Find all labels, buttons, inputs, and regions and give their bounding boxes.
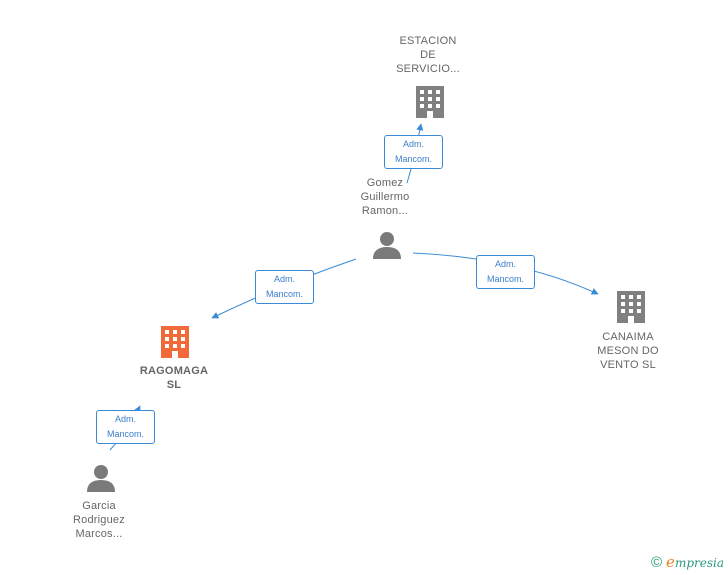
edge-label-gomez-ragomaga[interactable]: Adm. Mancom. — [255, 270, 314, 304]
edge-label-garcia-ragomaga[interactable]: Adm. Mancom. — [96, 410, 155, 444]
company-label-ragomaga[interactable]: RAGOMAGA SL — [124, 364, 224, 392]
edge-label-line: Mancom. — [106, 429, 144, 439]
brand-initial: e — [666, 553, 675, 571]
brand-rest: mpresia — [674, 556, 724, 570]
label-line: CANAIMA — [602, 331, 654, 343]
label-line: MESON DO — [597, 345, 659, 357]
edge-label-line: Mancom. — [394, 154, 432, 164]
company-label-canaima[interactable]: CANAIMA MESON DO VENTO SL — [578, 330, 678, 372]
edge-label-gomez-canaima[interactable]: Adm. Mancom. — [476, 255, 535, 289]
edge-label-gomez-estacion[interactable]: Adm. Mancom. — [384, 135, 443, 169]
person-icon[interactable] — [87, 465, 115, 492]
empresia-logo: empresia — [666, 553, 724, 571]
person-icon[interactable] — [373, 232, 401, 259]
building-icon[interactable] — [617, 291, 645, 323]
label-line: Guillermo — [360, 191, 410, 203]
label-line: Rodriguez — [73, 514, 125, 526]
label-line: Ramon... — [361, 205, 409, 217]
label-line: SERVICIO... — [396, 63, 460, 75]
label-line: Gomez — [366, 177, 404, 189]
label-line: RAGOMAGA — [139, 365, 209, 377]
company-label-estacion[interactable]: ESTACION DE SERVICIO... — [378, 34, 478, 76]
edge-label-line: Adm. — [402, 139, 424, 149]
edge-label-line: Mancom. — [486, 274, 524, 284]
label-line: DE — [420, 49, 436, 61]
edge-label-line: Mancom. — [265, 289, 303, 299]
edge-label-line: Adm. — [114, 414, 136, 424]
edge-label-line: Adm. — [273, 274, 295, 284]
label-line: VENTO SL — [600, 359, 656, 371]
empresia-watermark: © empresia — [651, 553, 724, 571]
copyright-icon: © — [650, 553, 663, 571]
edge-label-line: Adm. — [494, 259, 516, 269]
label-line: Garcia — [82, 500, 116, 512]
label-line: ESTACION — [399, 35, 457, 47]
person-label-garcia[interactable]: Garcia Rodriguez Marcos... — [49, 499, 149, 541]
label-line: Marcos... — [75, 528, 123, 540]
building-icon[interactable] — [161, 326, 189, 358]
person-label-gomez[interactable]: Gomez Guillermo Ramon... — [335, 176, 435, 218]
label-line: SL — [166, 379, 182, 391]
building-icon[interactable] — [416, 86, 444, 118]
